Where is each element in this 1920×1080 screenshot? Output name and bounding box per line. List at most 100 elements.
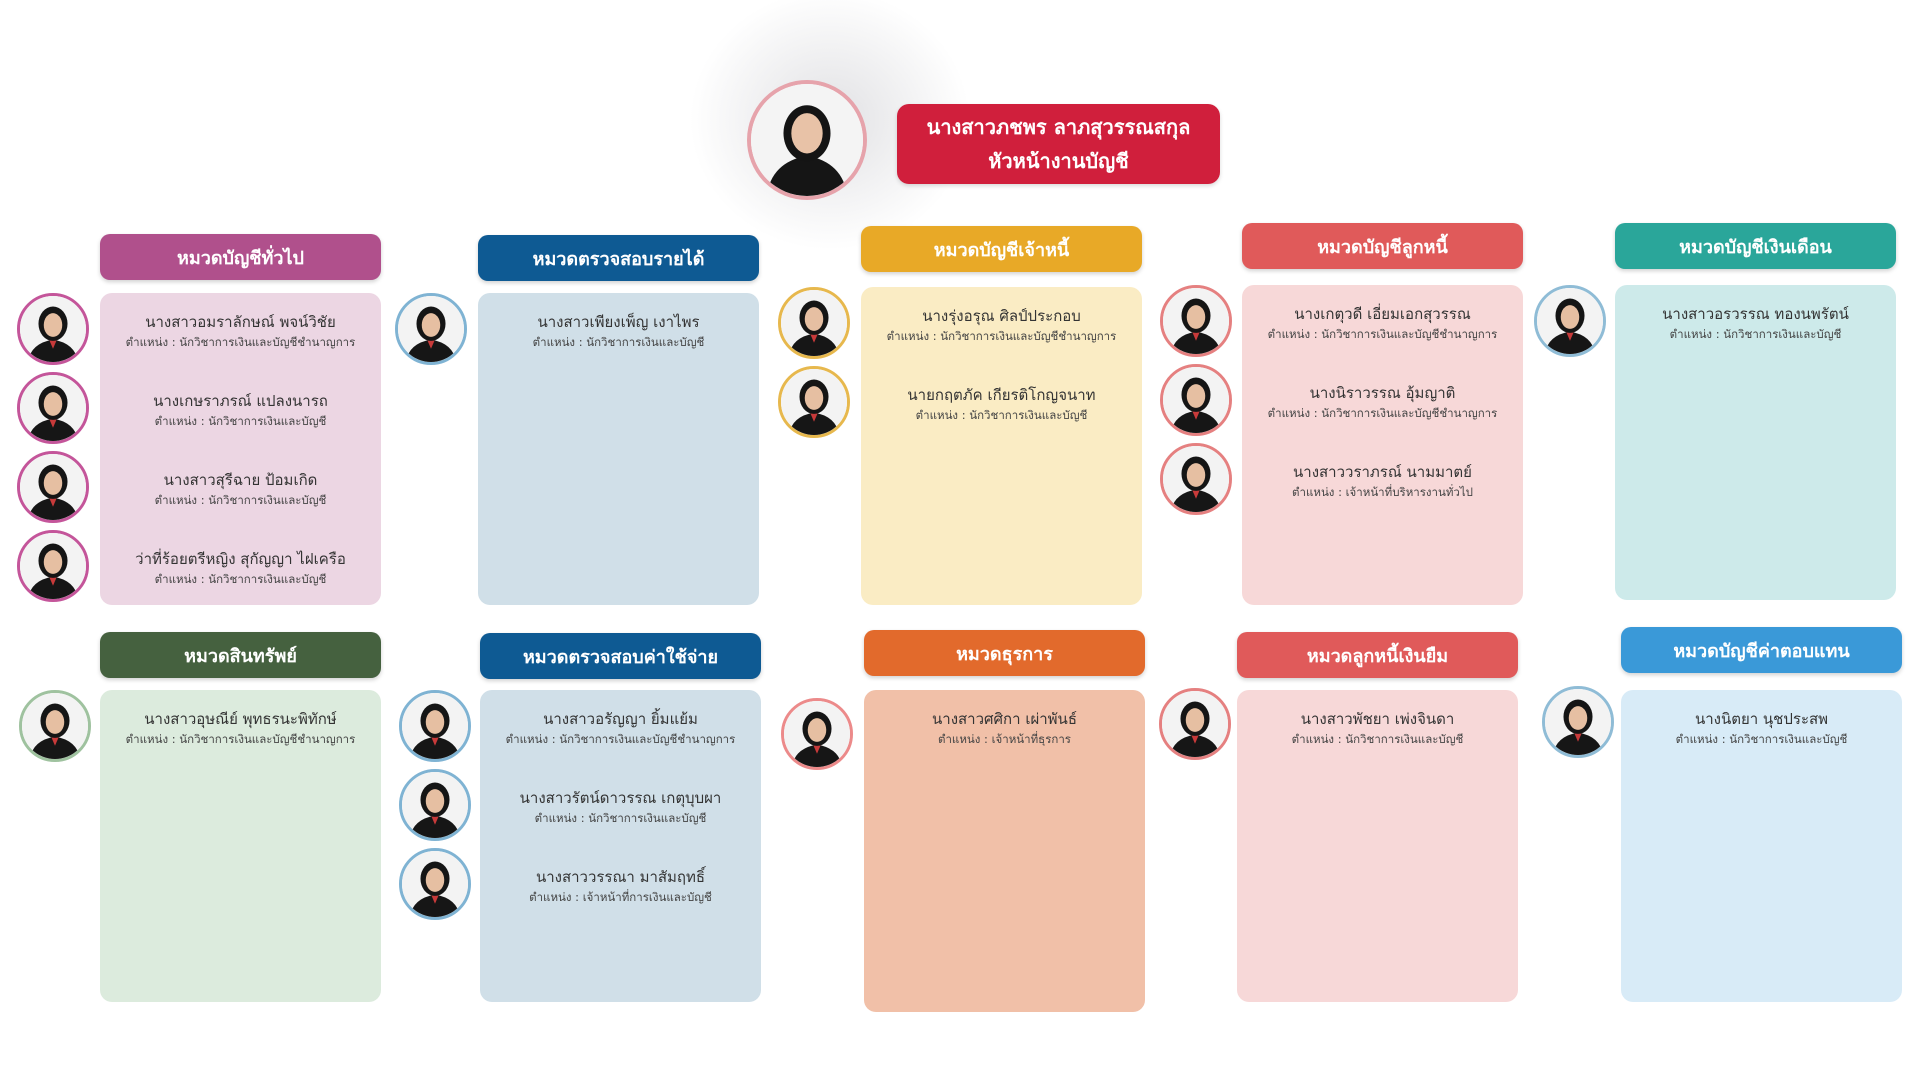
member-position: ตำแหน่ง : นักวิชาการเงินและบัญชีชำนาญการ [1267, 406, 1498, 420]
section-panel: นางสาวพัชยา เพ่งจินดาตำแหน่ง : นักวิชากา… [1237, 690, 1518, 1002]
member-photos [1160, 285, 1234, 522]
member-entry: นางสาวอรัญญา ยิ้มแย้มตำแหน่ง : นักวิชากา… [480, 704, 761, 783]
member-name: นางสาวศศิกา เผ่าพันธ์ [932, 710, 1077, 728]
member-entry: นางสาวอุษณีย์ พุทธรนะพิทักษ์ตำแหน่ง : นั… [100, 704, 381, 783]
member-position: ตำแหน่ง : นักวิชาการเงินและบัญชี [154, 572, 327, 586]
member-entry: นางนิตยา นุชประสพตำแหน่ง : นักวิชาการเงิ… [1621, 704, 1902, 783]
member-photos [1542, 686, 1616, 765]
member-name: นางสาวอุษณีย์ พุทธรนะพิทักษ์ [144, 710, 337, 728]
member-avatar [778, 287, 850, 359]
member-photos [778, 287, 852, 445]
member-position: ตำแหน่ง : นักวิชาการเงินและบัญชี [154, 493, 327, 507]
member-position: ตำแหน่ง : นักวิชาการเงินและบัญชี [532, 335, 705, 349]
member-avatar [395, 293, 467, 365]
section-panel: นางรุ่งอรุณ ศิลป์ประกอบตำแหน่ง : นักวิชา… [861, 287, 1142, 605]
member-position: ตำแหน่ง : นักวิชาการเงินและบัญชี [154, 414, 327, 428]
section-panel: นางนิตยา นุชประสพตำแหน่ง : นักวิชาการเงิ… [1621, 690, 1902, 1002]
section-panel: นางสาวอุษณีย์ พุทธรนะพิทักษ์ตำแหน่ง : นั… [100, 690, 381, 1002]
section-header: หมวดธุรการ [864, 630, 1145, 676]
section-header: หมวดบัญชีเจ้าหนี้ [861, 226, 1142, 272]
member-photos [1534, 285, 1608, 364]
member-avatar [17, 451, 89, 523]
member-photos [1159, 688, 1233, 767]
member-position: ตำแหน่ง : นักวิชาการเงินและบัญชี [1291, 732, 1464, 746]
member-entry: นางนิราวรรณ อุ้มญาติตำแหน่ง : นักวิชาการ… [1242, 378, 1523, 457]
member-entry: นางสาวศศิกา เผ่าพันธ์ตำแหน่ง : เจ้าหน้าท… [864, 704, 1145, 783]
member-position: ตำแหน่ง : นักวิชาการเงินและบัญชี [534, 811, 707, 825]
member-avatar [1534, 285, 1606, 357]
member-position: ตำแหน่ง : นักวิชาการเงินและบัญชีชำนาญการ [1267, 327, 1498, 341]
head-title: หัวหน้างานบัญชี [988, 149, 1129, 173]
member-name: นางสาวอรัญญา ยิ้มแย้ม [543, 710, 698, 728]
member-entry: นางสาวรัตน์ดาวรรณ เกตุบุบผาตำแหน่ง : นัก… [480, 783, 761, 862]
member-name: นางสาวอมราลักษณ์ พจน์วิชัย [145, 313, 336, 331]
head-avatar [747, 80, 867, 200]
member-avatar [17, 372, 89, 444]
member-name: นางสาวสุรีฉาย ป้อมเกิด [163, 471, 318, 489]
member-entry: นางสาวอรวรรณ ทองนพรัตน์ตำแหน่ง : นักวิชา… [1615, 299, 1896, 378]
member-position: ตำแหน่ง : นักวิชาการเงินและบัญชี [1669, 327, 1842, 341]
member-avatar [1542, 686, 1614, 758]
member-entry: นางสาวสุรีฉาย ป้อมเกิดตำแหน่ง : นักวิชาก… [100, 465, 381, 544]
section-header: หมวดบัญชีทั่วไป [100, 234, 381, 280]
member-photos [395, 293, 469, 372]
section-panel: นางเกตุวดี เอี่ยมเอกสุวรรณตำแหน่ง : นักว… [1242, 285, 1523, 605]
member-entry: นางเกตุวดี เอี่ยมเอกสุวรรณตำแหน่ง : นักว… [1242, 299, 1523, 378]
member-avatar [399, 848, 471, 920]
member-name: นางสาวรัตน์ดาวรรณ เกตุบุบผา [519, 789, 722, 807]
member-position: ตำแหน่ง : เจ้าหน้าที่บริหารงานทั่วไป [1292, 485, 1473, 499]
member-name: นายกฤตภัค เกียรติโกญจนาท [907, 386, 1096, 404]
member-photos [781, 698, 855, 777]
section-panel: นางสาวอรวรรณ ทองนพรัตน์ตำแหน่ง : นักวิชา… [1615, 285, 1896, 600]
member-avatar [1160, 285, 1232, 357]
member-avatar [399, 769, 471, 841]
section-header: หมวดบัญชีเงินเดือน [1615, 223, 1896, 269]
member-name: นางสาวอรวรรณ ทองนพรัตน์ [1662, 305, 1849, 323]
member-position: ตำแหน่ง : นักวิชาการเงินและบัญชี [1675, 732, 1848, 746]
member-avatar [1159, 688, 1231, 760]
section-panel: นางสาวอมราลักษณ์ พจน์วิชัยตำแหน่ง : นักว… [100, 293, 381, 605]
member-avatar [1160, 443, 1232, 515]
member-name: นางสาววรรณา มาสัมฤทธิ์ [535, 868, 706, 886]
section-header: หมวดบัญชีลูกหนี้ [1242, 223, 1523, 269]
member-entry: นางสาวพัชยา เพ่งจินดาตำแหน่ง : นักวิชากา… [1237, 704, 1518, 783]
member-name: นางสาวเพียงเพ็ญ เงาไพร [537, 313, 700, 331]
member-photos [17, 293, 91, 609]
section-header: หมวดบัญชีค่าตอบแทน [1621, 627, 1902, 673]
section-panel: นางสาวอรัญญา ยิ้มแย้มตำแหน่ง : นักวิชากา… [480, 690, 761, 1002]
member-name: นางเกษราภรณ์ แปลงนารถ [153, 392, 328, 410]
member-name: นางนิราวรรณ อุ้มญาติ [1309, 384, 1456, 402]
member-name: นางสาวพัชยา เพ่งจินดา [1300, 710, 1455, 728]
section-header: หมวดตรวจสอบค่าใช้จ่าย [480, 633, 761, 679]
member-position: ตำแหน่ง : เจ้าหน้าที่ธุรการ [938, 732, 1071, 746]
member-name: นางรุ่งอรุณ ศิลป์ประกอบ [922, 307, 1081, 325]
member-entry: นายกฤตภัค เกียรติโกญจนาทตำแหน่ง : นักวิช… [861, 380, 1142, 459]
member-avatar [19, 690, 91, 762]
member-avatar [399, 690, 471, 762]
member-entry: นางรุ่งอรุณ ศิลป์ประกอบตำแหน่ง : นักวิชา… [861, 301, 1142, 380]
member-entry: นางสาวอมราลักษณ์ พจน์วิชัยตำแหน่ง : นักว… [100, 307, 381, 386]
member-name: นางสาววราภรณ์ นามมาตย์ [1293, 463, 1472, 481]
member-avatar [17, 293, 89, 365]
member-photos [19, 690, 93, 769]
member-entry: นางสาวเพียงเพ็ญ เงาไพรตำแหน่ง : นักวิชาก… [478, 307, 759, 386]
member-entry: นางสาววราภรณ์ นามมาตย์ตำแหน่ง : เจ้าหน้า… [1242, 457, 1523, 536]
member-position: ตำแหน่ง : นักวิชาการเงินและบัญชีชำนาญการ [505, 732, 736, 746]
member-entry: นางสาววรรณา มาสัมฤทธิ์ตำแหน่ง : เจ้าหน้า… [480, 862, 761, 941]
member-position: ตำแหน่ง : เจ้าหน้าที่การเงินและบัญชี [529, 890, 712, 904]
member-position: ตำแหน่ง : นักวิชาการเงินและบัญชีชำนาญการ [125, 335, 356, 349]
member-entry: ว่าที่ร้อยตรีหญิง สุกัญญา ไฝเครือตำแหน่ง… [100, 544, 381, 623]
member-position: ตำแหน่ง : นักวิชาการเงินและบัญชี [915, 408, 1088, 422]
member-photos [399, 690, 473, 927]
member-name: นางนิตยา นุชประสพ [1694, 710, 1829, 728]
head-name: นางสาวภชพร ลาภสุวรรณสกุล [926, 115, 1191, 139]
section-header: หมวดสินทรัพย์ [100, 632, 381, 678]
section-panel: นางสาวเพียงเพ็ญ เงาไพรตำแหน่ง : นักวิชาก… [478, 293, 759, 605]
member-avatar [17, 530, 89, 602]
member-avatar [781, 698, 853, 770]
member-avatar [1160, 364, 1232, 436]
section-header: หมวดลูกหนี้เงินยืม [1237, 632, 1518, 678]
member-name: ว่าที่ร้อยตรีหญิง สุกัญญา ไฝเครือ [135, 550, 346, 568]
member-position: ตำแหน่ง : นักวิชาการเงินและบัญชีชำนาญการ [886, 329, 1117, 343]
member-avatar [778, 366, 850, 438]
